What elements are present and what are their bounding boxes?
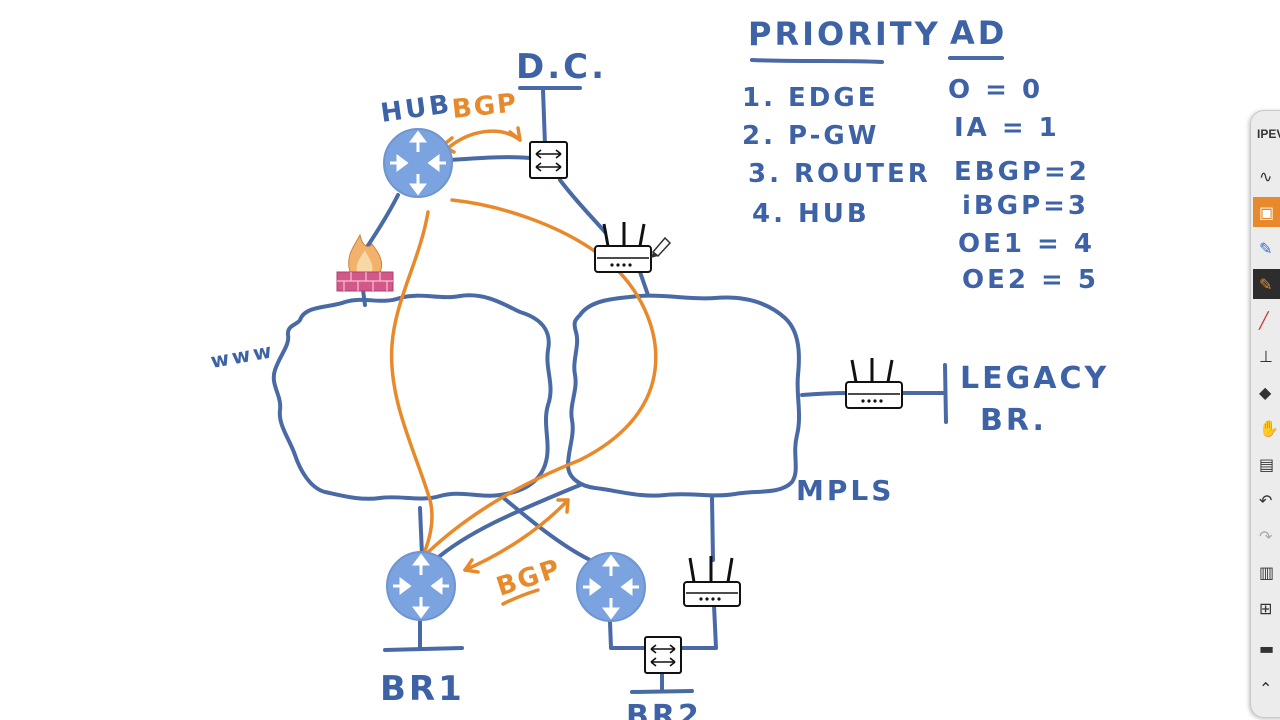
- bgp-path-hub-br1-right: [418, 198, 658, 562]
- br2-edge-router-icon[interactable]: [683, 556, 741, 607]
- trash-icon[interactable]: ▥: [1259, 562, 1275, 582]
- undo-icon[interactable]: ↶: [1259, 490, 1273, 510]
- marker-icon[interactable]: ✎: [1253, 269, 1280, 299]
- hub-router-icon[interactable]: [383, 128, 453, 198]
- ad-item: iBGP=3: [962, 191, 1089, 221]
- ad-title: AD: [950, 14, 1007, 52]
- firewall-to-www-link: [361, 288, 367, 307]
- bgp-bottom-label: BGP: [493, 554, 565, 603]
- grid-icon[interactable]: ⊞: [1259, 598, 1273, 618]
- legacy-bar: [943, 363, 948, 424]
- br2-label: BR2: [626, 699, 702, 720]
- priority-item: 3. ROUTER: [748, 159, 931, 189]
- br1-to-mpls-link: [433, 483, 582, 562]
- mpls-to-br2-router-link: [710, 496, 715, 562]
- priority-item: 2. P-GW: [742, 121, 879, 151]
- pencil-cursor-icon: [651, 236, 672, 258]
- wave-icon[interactable]: ∿: [1259, 166, 1273, 186]
- hub-to-switch-link: [448, 155, 532, 162]
- ad-item: OE2 = 5: [962, 265, 1099, 295]
- ad-item: EBGP=2: [954, 157, 1090, 187]
- br2-switch-to-router-link: [680, 603, 718, 650]
- br2-router-icon[interactable]: [576, 552, 646, 622]
- mpls-label: MPLS: [796, 474, 894, 507]
- firewall-icon[interactable]: [336, 233, 394, 292]
- www-to-br1-link: [418, 506, 424, 557]
- toolbar-title: IPEV: [1257, 127, 1280, 141]
- dc-to-switch-link: [541, 88, 547, 147]
- hub-label: HUB: [379, 89, 454, 129]
- dc-label: D.C.: [516, 47, 607, 87]
- legacy-router-icon[interactable]: [845, 358, 903, 409]
- bgp-top-label: BGP: [451, 88, 520, 125]
- priority-item: 4. HUB: [752, 199, 870, 229]
- drawing-toolbar: IPEV ∿ ▣ ✎ ✎ ╱ ⊥ ◆ ✋ ▤ ↶ ↷ ▥ ⊞ ▬ ⌃: [1250, 110, 1280, 718]
- br2-router-to-switch-link: [608, 620, 647, 650]
- camera-icon[interactable]: ▤: [1259, 454, 1275, 474]
- bgp-paths: [389, 126, 658, 606]
- bgp-br1-mpls-arrow: [463, 498, 570, 572]
- www-to-br2-link: [498, 493, 592, 562]
- mpls-to-legacy-router-link: [800, 391, 850, 397]
- line-icon[interactable]: ╱: [1259, 310, 1269, 330]
- ad-list: AD O = 0 IA = 1 EBGP=2 iBGP=3 OE1 = 4 OE…: [948, 14, 1099, 295]
- bgp-path-hub-br1-left: [389, 210, 434, 560]
- legacy-label-line2: BR.: [980, 403, 1047, 438]
- network-links: [361, 86, 948, 694]
- hub-to-firewall-link: [363, 193, 400, 252]
- priority-list: PRIORITY 1. EDGE 2. P-GW 3. ROUTER 4. HU…: [742, 15, 941, 229]
- bgp-mpls-arrowhead: [556, 498, 570, 514]
- br1-router-icon[interactable]: [386, 551, 456, 621]
- priority-title: PRIORITY: [748, 15, 941, 53]
- bgp-arrowhead-right: [508, 126, 522, 142]
- top-edge-router-icon[interactable]: [594, 222, 652, 273]
- www-cloud: [271, 293, 553, 501]
- bgp-underline: [501, 588, 540, 606]
- ad-item: O = 0: [948, 75, 1043, 105]
- redo-icon[interactable]: ↷: [1259, 526, 1273, 546]
- br2-bar: [630, 689, 694, 694]
- ad-item: OE1 = 4: [958, 229, 1095, 259]
- br1-label: BR1: [380, 669, 465, 709]
- stamp-icon[interactable]: ⊥: [1259, 346, 1273, 366]
- priority-underline: [750, 58, 884, 64]
- record-icon[interactable]: ▬: [1259, 638, 1275, 658]
- br1-bar: [383, 646, 464, 652]
- router-to-mpls-link: [638, 270, 650, 297]
- legacy-label-line1: LEGACY: [960, 361, 1109, 396]
- eraser-icon[interactable]: ◆: [1259, 382, 1272, 402]
- pen-icon[interactable]: ✎: [1259, 238, 1273, 258]
- screen-icon[interactable]: ▣: [1253, 197, 1280, 227]
- bgp-br1-arrowhead: [463, 558, 480, 574]
- www-label: www: [209, 338, 277, 373]
- ad-item: IA = 1: [954, 113, 1060, 143]
- priority-item: 1. EDGE: [742, 83, 878, 113]
- br2-switch-icon[interactable]: [644, 636, 682, 674]
- hand-icon[interactable]: ✋: [1259, 418, 1279, 438]
- switch-to-router-link: [558, 178, 607, 234]
- mpls-cloud: [566, 293, 801, 498]
- collapse-icon[interactable]: ⌃: [1259, 678, 1273, 698]
- dc-switch-icon[interactable]: [529, 141, 568, 179]
- bgp-hub-dc-arrow: [446, 129, 522, 150]
